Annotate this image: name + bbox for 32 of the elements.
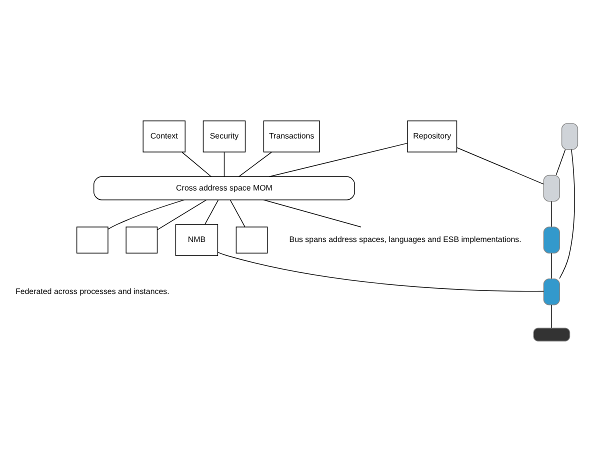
node-box: NMB	[175, 224, 218, 256]
node-box: Cross address space MOM	[94, 176, 355, 200]
connector	[204, 200, 219, 225]
connector	[224, 152, 225, 177]
node-box: Context	[142, 120, 186, 152]
node-computer	[561, 123, 578, 150]
node-box	[236, 226, 268, 254]
node-computer	[543, 174, 560, 202]
node-computer	[543, 278, 560, 306]
node-laptop	[533, 328, 570, 342]
connector	[551, 252, 552, 279]
connector	[551, 201, 552, 228]
connector	[108, 200, 185, 230]
label: Federated across processes and instances.	[15, 286, 170, 296]
connector	[182, 152, 212, 177]
connector	[238, 152, 272, 177]
connector	[230, 200, 246, 228]
node-box	[76, 226, 108, 254]
connector	[268, 142, 408, 177]
connector	[218, 252, 544, 292]
connector	[263, 200, 362, 228]
node-text: Bus spans address spaces, languages and ESB implementations.	[289, 235, 522, 244]
connector	[559, 149, 575, 279]
node-computer	[543, 226, 560, 254]
connector	[156, 200, 207, 230]
node-box: Transactions	[263, 120, 320, 152]
node-box	[126, 226, 158, 254]
node-box: Security	[202, 120, 246, 152]
connector	[456, 147, 544, 184]
node-box: Repository	[407, 120, 458, 152]
connector	[556, 149, 566, 176]
connector	[551, 304, 552, 328]
